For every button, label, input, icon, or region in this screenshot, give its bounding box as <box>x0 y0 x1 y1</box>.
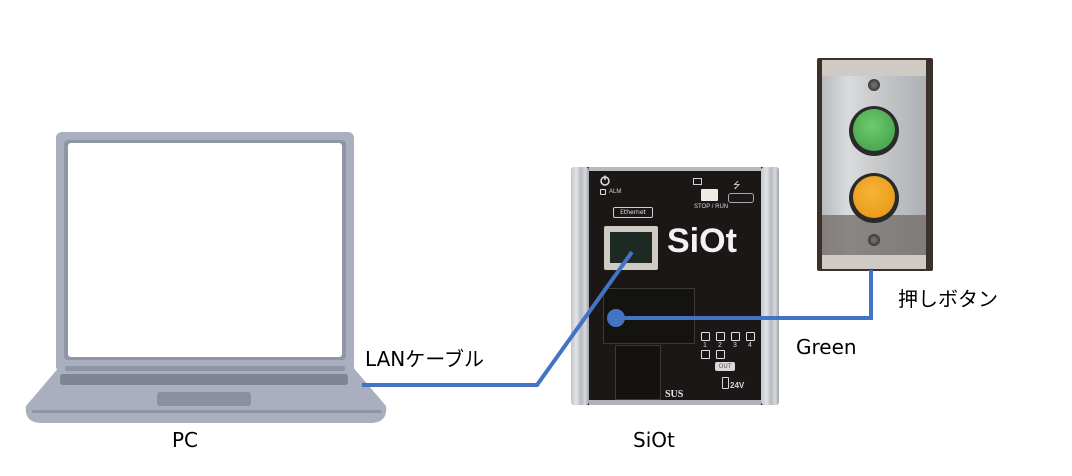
usb-icon: ⭍ <box>733 180 741 190</box>
push-button-label: 押しボタン <box>898 287 998 311</box>
laptop-hinge <box>65 366 345 371</box>
siot-right-rail <box>761 167 779 405</box>
siot-label: SiOt <box>633 428 675 452</box>
usb-port[interactable] <box>728 193 754 203</box>
voltage-label: 24V <box>730 381 745 390</box>
power-plug-icon <box>722 377 729 389</box>
do-led-2 <box>716 350 725 359</box>
laptop-screen <box>68 143 342 357</box>
ethernet-port-socket <box>610 232 652 263</box>
di-led-4 <box>746 332 755 341</box>
stop-run-label: STOP / RUN <box>694 204 729 210</box>
sus-label: SUS <box>665 389 684 400</box>
screw-top <box>868 79 880 91</box>
ethernet-label: Ethernet <box>613 207 653 218</box>
power-icon <box>600 175 610 186</box>
laptop-keyboard <box>60 374 348 385</box>
battery-icon <box>693 178 702 185</box>
alm-led <box>600 189 606 195</box>
di-number-1: 1 <box>703 342 707 349</box>
siot-left-rail <box>571 167 589 405</box>
di-number-3: 3 <box>733 342 737 349</box>
push-button-top-cap <box>822 60 926 76</box>
alm-label: ALM <box>609 189 622 195</box>
green-wire-label: Green <box>796 335 857 359</box>
di-led-1 <box>701 332 710 341</box>
green-wire-terminal-dot <box>607 309 625 327</box>
pc-label: PC <box>172 428 199 452</box>
orange-button[interactable] <box>853 176 895 218</box>
lan-cable-line <box>362 250 634 387</box>
di-led-3 <box>731 332 740 341</box>
green-wire-line <box>615 270 873 320</box>
di-led-2 <box>716 332 725 341</box>
siot-bottom-edge <box>589 400 761 405</box>
do-led-1 <box>701 350 710 359</box>
screw-bottom <box>868 234 880 246</box>
lan-cable-label: LANケーブル <box>365 347 485 371</box>
siot-top-edge <box>589 167 761 171</box>
laptop-trackpad <box>157 392 251 406</box>
power-terminal-block[interactable] <box>615 345 661 400</box>
laptop-front-edge <box>32 410 382 413</box>
out-label: OUT <box>715 362 735 371</box>
di-number-4: 4 <box>748 342 752 349</box>
push-button-bottom-cap <box>822 255 926 269</box>
di-number-2: 2 <box>718 342 722 349</box>
siot-logo: SiOt <box>667 222 737 260</box>
green-button[interactable] <box>853 109 895 151</box>
stop-run-switch[interactable] <box>701 189 718 201</box>
